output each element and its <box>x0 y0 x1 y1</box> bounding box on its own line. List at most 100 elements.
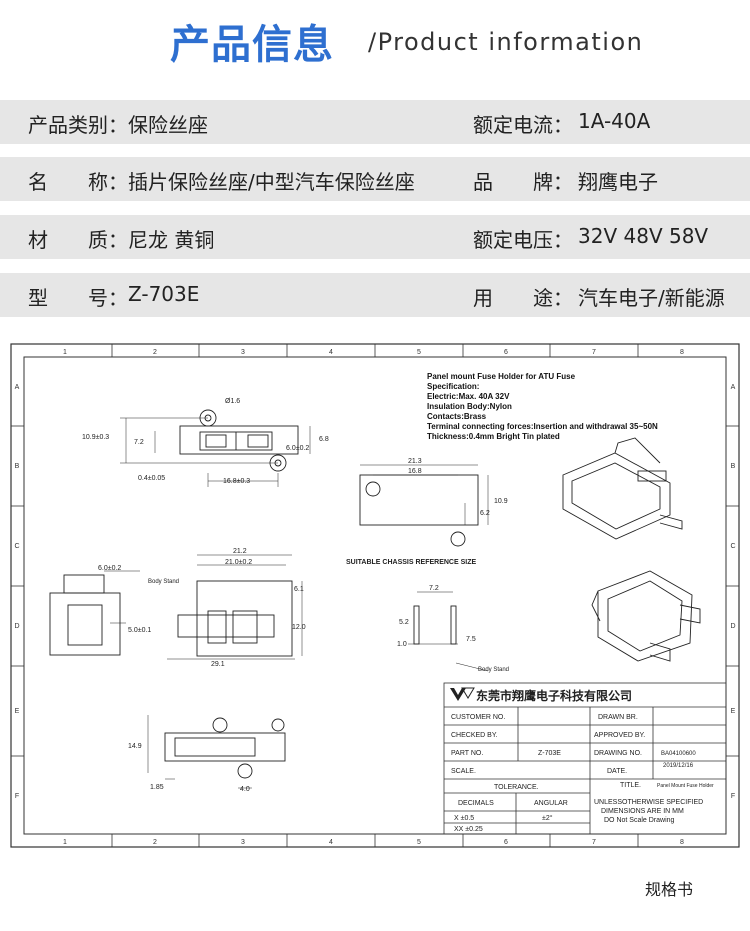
col-number: 7 <box>592 839 596 846</box>
tb-label: CHECKED BY. <box>451 732 498 739</box>
col-number: 8 <box>680 839 684 846</box>
info-value: 翔鹰电子 <box>578 170 658 194</box>
grid-ticks <box>11 344 739 847</box>
spec-line: Insulation Body:Nylon <box>427 402 512 411</box>
dim-label: 29.1 <box>211 661 225 668</box>
tb-label: APPROVED BY. <box>594 732 645 739</box>
tb-label: DATE. <box>607 768 627 775</box>
col-number: 2 <box>153 349 157 356</box>
info-value: 1A-40A <box>578 109 651 133</box>
dim-label: 1.85 <box>150 784 164 791</box>
info-value: 汽车电子/新能源 <box>578 286 725 310</box>
chassis-dims: 21.3 16.8 6.2 10.9 SUITABLE CHASSIS REFE… <box>346 458 508 566</box>
tb-label: DRAWN BR. <box>598 714 638 721</box>
dim-label: 5.0±0.1 <box>128 627 151 634</box>
row-letter: C <box>14 543 19 550</box>
row-letter: D <box>730 623 735 630</box>
body-stand-label: Body Stand <box>478 667 509 673</box>
tb-value: XX ±0.25 <box>454 826 483 833</box>
info-label: 额定电压： <box>473 228 573 252</box>
body-stand-label: Body Stand <box>148 579 179 585</box>
top-view <box>120 409 311 487</box>
dim-label: Ø1.6 <box>225 398 240 405</box>
side-view-dims: 6.0±0.2 <box>98 565 121 572</box>
header: 产品信息 /Product information <box>0 0 750 82</box>
info-label: 用 途： <box>473 286 573 310</box>
tb-note: DIMENSIONS ARE IN MM <box>601 808 684 815</box>
tb-note: UNLESSOTHERWISE SPECIFIED <box>594 799 703 806</box>
col-number: 1 <box>63 839 67 846</box>
col-number: 5 <box>417 349 421 356</box>
dim-label: 1.0 <box>397 641 407 648</box>
page-subtitle: /Product information <box>368 28 644 56</box>
front-view <box>167 554 303 660</box>
drawing-outer-frame <box>10 343 740 848</box>
chassis-reference-label: SUITABLE CHASSIS REFERENCE SIZE <box>346 559 476 566</box>
bottom-view-dims: 14.9 1.85 4.0 <box>128 743 250 793</box>
info-row-category: 产品类别： 保险丝座 额定电流： 1A-40A <box>0 100 750 144</box>
row-letter: E <box>15 708 20 715</box>
tb-label: SCALE. <box>451 768 476 775</box>
dim-label: 21.0±0.2 <box>225 559 252 566</box>
front-view-dims: 21.2 21.0±0.2 6.1 5.0±0.1 12.0 29.1 Body… <box>128 548 306 668</box>
dim-label: 12.0 <box>292 624 306 631</box>
row-letter: F <box>731 793 735 800</box>
dim-label: 16.8±0.3 <box>223 478 250 485</box>
info-value: 尼龙 黄铜 <box>128 228 215 252</box>
tb-label: TITLE. <box>620 782 641 789</box>
tb-label: CUSTOMER NO. <box>451 714 505 721</box>
dim-label: 7.5 <box>466 636 476 643</box>
dim-label: 10.9±0.3 <box>82 434 109 441</box>
dim-label: 5.2 <box>399 619 409 626</box>
info-label: 名 称： <box>28 170 128 194</box>
tb-label: TOLERANCE. <box>494 784 539 791</box>
tb-value: Panel Mount Fuse Holder <box>657 783 714 789</box>
col-number: 8 <box>680 349 684 356</box>
dim-label: 21.3 <box>408 458 422 465</box>
dim-label: 6.0±0.2 <box>286 445 309 452</box>
dim-label: 10.9 <box>494 498 508 505</box>
col-number: 4 <box>329 349 333 356</box>
row-letter: A <box>731 384 736 391</box>
info-value: 32V 48V 58V <box>578 224 709 248</box>
spec-sheet-caption: 规格书 <box>645 880 694 899</box>
dim-label: 7.2 <box>429 585 439 592</box>
dim-label: 14.9 <box>128 743 142 750</box>
dim-label: 6.1 <box>294 586 304 593</box>
spec-line: Panel mount Fuse Holder for ATU Fuse <box>427 372 576 381</box>
bottom-view <box>147 715 286 789</box>
col-number: 5 <box>417 839 421 846</box>
info-label: 产品类别： <box>28 113 128 137</box>
isometric-view-top <box>562 437 683 540</box>
row-letter: B <box>731 463 736 470</box>
row-letter: A <box>15 384 20 391</box>
title-block <box>443 682 727 835</box>
terminal-dims: 7.2 5.2 1.0 7.5 Body Stand <box>397 585 509 673</box>
info-row-model: 型 号： Z-703E 用 途： 汽车电子/新能源 <box>0 273 750 317</box>
col-number: 2 <box>153 839 157 846</box>
col-number: 3 <box>241 349 245 356</box>
info-label: 品 牌： <box>473 170 573 194</box>
dim-label: 6.0±0.2 <box>98 565 121 572</box>
row-letter: E <box>731 708 736 715</box>
info-row-material: 材 质： 尼龙 黄铜 额定电压： 32V 48V 58V <box>0 215 750 259</box>
col-number: 6 <box>504 349 508 356</box>
dim-label: 6.2 <box>480 510 490 517</box>
title-block-text: 东莞市翔鹰电子科技有限公司 CUSTOMER NO. DRAWN BR. CHE… <box>450 687 714 833</box>
info-label: 材 质： <box>28 228 128 252</box>
grid-labels: 1 2 3 4 5 6 7 8 1 2 3 4 5 6 7 8 A B C D … <box>14 349 735 846</box>
dim-label: 7.2 <box>134 439 144 446</box>
col-number: 4 <box>329 839 333 846</box>
dim-label: 4.0 <box>240 786 250 793</box>
info-value: Z-703E <box>128 282 200 306</box>
tb-note: DO Not Scale Drawing <box>604 817 675 824</box>
tb-value: Z-703E <box>538 750 561 757</box>
chassis-view <box>359 464 489 547</box>
info-label: 额定电流： <box>473 113 573 137</box>
dim-label: 21.2 <box>233 548 247 555</box>
tb-label: DRAWING NO. <box>594 750 642 757</box>
dim-label: 6.8 <box>319 436 329 443</box>
info-value: 插片保险丝座/中型汽车保险丝座 <box>128 170 415 194</box>
spec-line: Terminal connecting forces:Insertion and… <box>427 422 658 431</box>
terminal-view <box>408 591 489 672</box>
